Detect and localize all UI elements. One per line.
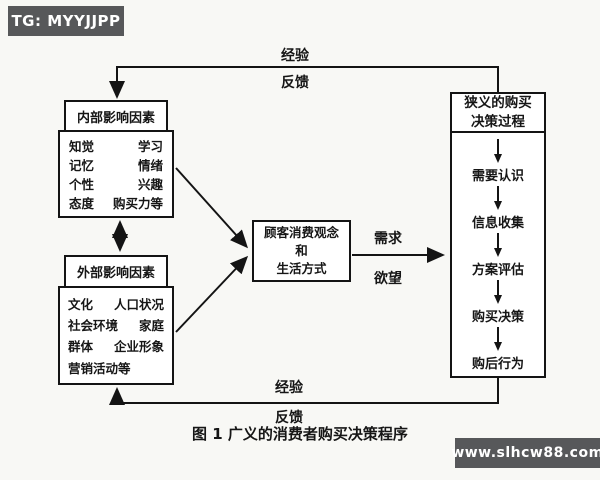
- feedback-label-bottom: 反馈: [275, 410, 303, 426]
- desire-label: 欲望: [374, 271, 402, 287]
- down-arrow-icon: [493, 186, 502, 210]
- factor-right: 兴趣: [137, 176, 163, 192]
- watermark-url: www.slhcw88.com: [451, 438, 600, 468]
- decision-step: 购后行为: [472, 325, 524, 372]
- internal-factor-row: 态度 购买力等: [69, 195, 163, 211]
- down-arrow-icon: [493, 280, 502, 304]
- concept-line: 和: [295, 242, 308, 258]
- decision-title-line2: 决策过程: [471, 113, 525, 130]
- factor-left: 文化: [68, 296, 94, 312]
- external-factor-row: 文化 人口状况: [68, 296, 164, 312]
- external-to-middle-arrow: [175, 255, 249, 333]
- factor-right: 企业形象: [113, 339, 164, 355]
- concept-line: 生活方式: [276, 261, 327, 277]
- feedback-top-line: [109, 66, 499, 99]
- feedback-label-top: 反馈: [281, 75, 309, 91]
- decision-step-label: 购后行为: [471, 357, 524, 372]
- internal-factor-row: 知觉 学习: [69, 138, 163, 154]
- external-factor-row: 社会环境 家庭: [68, 319, 164, 333]
- decision-steps: 需要认识 信息收集 方案评估: [452, 133, 544, 376]
- decision-step-label: 方案评估: [471, 263, 524, 278]
- factor-left: 营销活动等: [68, 360, 131, 376]
- decision-step: 信息收集: [472, 184, 524, 231]
- factor-left: 态度: [69, 195, 95, 211]
- internal-factor-row: 个性 兴趣: [69, 176, 163, 192]
- figure-caption: 图 1 广义的消费者购买决策程序: [192, 425, 408, 443]
- decision-process-box: 狭义的购买 决策过程 需要认识 信息收集: [450, 92, 546, 378]
- decision-step-label: 购买决策: [471, 310, 524, 325]
- external-factor-row: 群体 企业形象: [68, 340, 164, 354]
- watermark-tg: TG: MYYJJPP: [8, 6, 124, 36]
- factor-left: 记忆: [69, 157, 95, 173]
- experience-label-bottom: 经验: [275, 380, 303, 396]
- factor-right: 人口状况: [113, 296, 164, 312]
- factor-left: 个性: [69, 176, 95, 192]
- internal-factors-title: 内部影响因素: [64, 100, 168, 132]
- down-arrow-icon: [493, 327, 502, 351]
- factor-right: 情绪: [137, 157, 163, 173]
- demand-label: 需求: [374, 231, 402, 247]
- internal-factor-row: 记忆 情绪: [69, 157, 163, 173]
- decision-step: 购买决策: [472, 278, 524, 325]
- external-factors-box: 文化 人口状况 社会环境 家庭 群体 企业形象 营销活动等: [58, 286, 174, 385]
- internal-to-middle-arrow: [175, 167, 249, 249]
- factor-left: 群体: [68, 339, 94, 355]
- down-arrow-icon: [493, 139, 502, 163]
- factor-left: 社会环境: [68, 318, 119, 333]
- external-factors-title: 外部影响因素: [64, 255, 168, 288]
- decision-step-label: 信息收集: [471, 216, 524, 231]
- external-factor-row: 营销活动等: [68, 360, 164, 376]
- concept-line: 顾客消费观念: [263, 224, 339, 240]
- consumption-concept-box: 顾客消费观念 和 生活方式: [252, 220, 351, 282]
- factor-right: 学习: [137, 138, 163, 154]
- internal-factors-box: 知觉 学习 记忆 情绪 个性 兴趣 态度 购买力等: [58, 130, 174, 218]
- decision-step-label: 需要认识: [471, 169, 524, 184]
- decision-step: 需要认识: [472, 137, 524, 184]
- down-arrow-icon: [493, 233, 502, 257]
- decision-title-line1: 狭义的购买: [464, 95, 532, 112]
- factor-right: 家庭: [138, 318, 164, 333]
- factor-right: 购买力等: [112, 195, 163, 211]
- feedback-bottom-line: [109, 378, 499, 405]
- decision-process-title: 狭义的购买 决策过程: [452, 94, 544, 133]
- decision-step: 方案评估: [472, 231, 524, 278]
- factor-left: 知觉: [69, 138, 95, 154]
- experience-label-top: 经验: [281, 48, 309, 64]
